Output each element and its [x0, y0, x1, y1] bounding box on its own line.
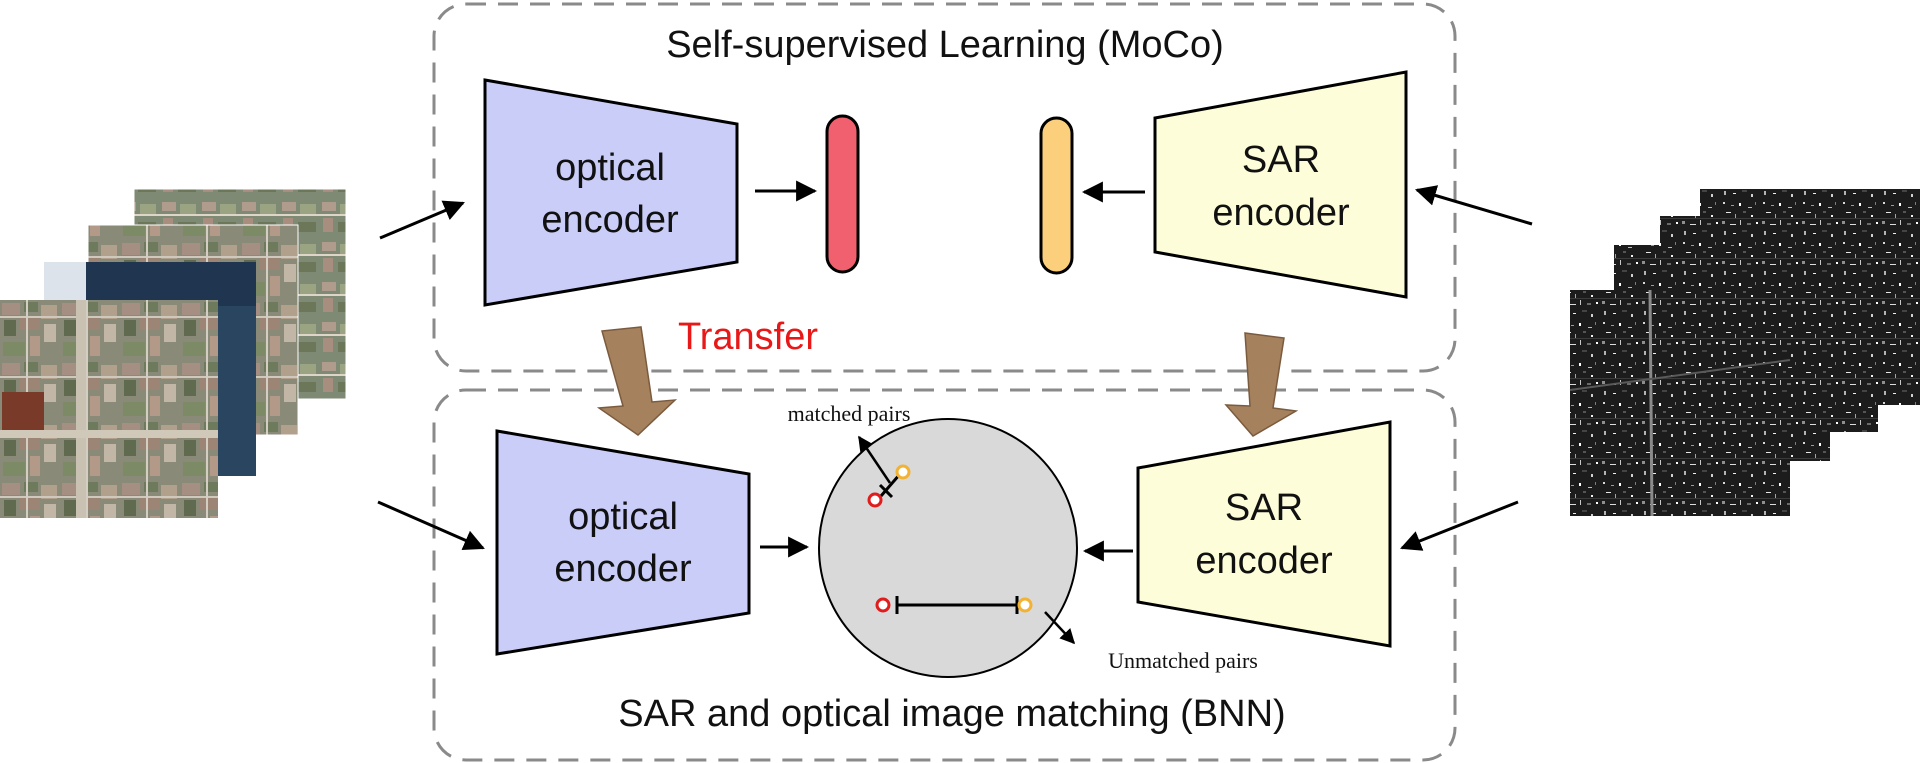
moco-panel [432, 2, 1457, 373]
matched-pairs-pointer [857, 435, 892, 484]
sar-feature-vector [1039, 116, 1074, 275]
transfer-label: Transfer [678, 316, 818, 358]
transfer-arrow-optical [596, 326, 678, 436]
optical-encoder-top: optical encoder [483, 78, 739, 307]
optical-encoder-bottom-line2: encoder [554, 548, 692, 590]
matched-optical-point [867, 492, 883, 508]
sar-input-arrow-bottom [1400, 500, 1519, 551]
sar-encoder-bottom-line2: encoder [1195, 540, 1333, 582]
optical-encoder-top-line2: encoder [541, 199, 679, 241]
unmatched-sar-point [1017, 597, 1033, 613]
sar-encoder-top: SAR encoder [1153, 70, 1408, 299]
optical-encoder-bottom-line1: optical [568, 496, 678, 538]
transfer-arrow-sar [1224, 332, 1299, 437]
sar-input-arrow-top [1414, 185, 1533, 226]
matched-pairs-label: matched pairs [788, 401, 911, 426]
optical-image-stack [0, 188, 347, 518]
sar-encoder-top-line2: encoder [1212, 192, 1350, 234]
unmatched-optical-point [875, 597, 891, 613]
embedding-space [818, 418, 1078, 678]
sar-encoder-top-line1: SAR [1242, 139, 1320, 181]
optical-feature-vector [825, 114, 860, 274]
sar-encoder-bottom: SAR encoder [1136, 420, 1392, 648]
optical-encoder-top-line1: optical [555, 147, 665, 189]
sar-image-stack [1569, 189, 1920, 517]
matched-pair [867, 464, 911, 508]
matched-sar-point [895, 464, 911, 480]
bnn-panel-title: SAR and optical image matching (BNN) [618, 693, 1285, 735]
unmatched-pairs-label: Unmatched pairs [1108, 648, 1258, 673]
moco-panel-title: Self-supervised Learning (MoCo) [666, 24, 1224, 66]
optical-encoder-bottom: optical encoder [495, 429, 751, 656]
bnn-panel [432, 388, 1457, 762]
optical-input-arrow-top [379, 200, 465, 240]
unmatched-pair [875, 596, 1033, 614]
unmatched-pairs-pointer [1044, 611, 1076, 645]
sar-encoder-bottom-line1: SAR [1225, 487, 1303, 529]
optical-input-arrow-bottom [377, 500, 485, 551]
